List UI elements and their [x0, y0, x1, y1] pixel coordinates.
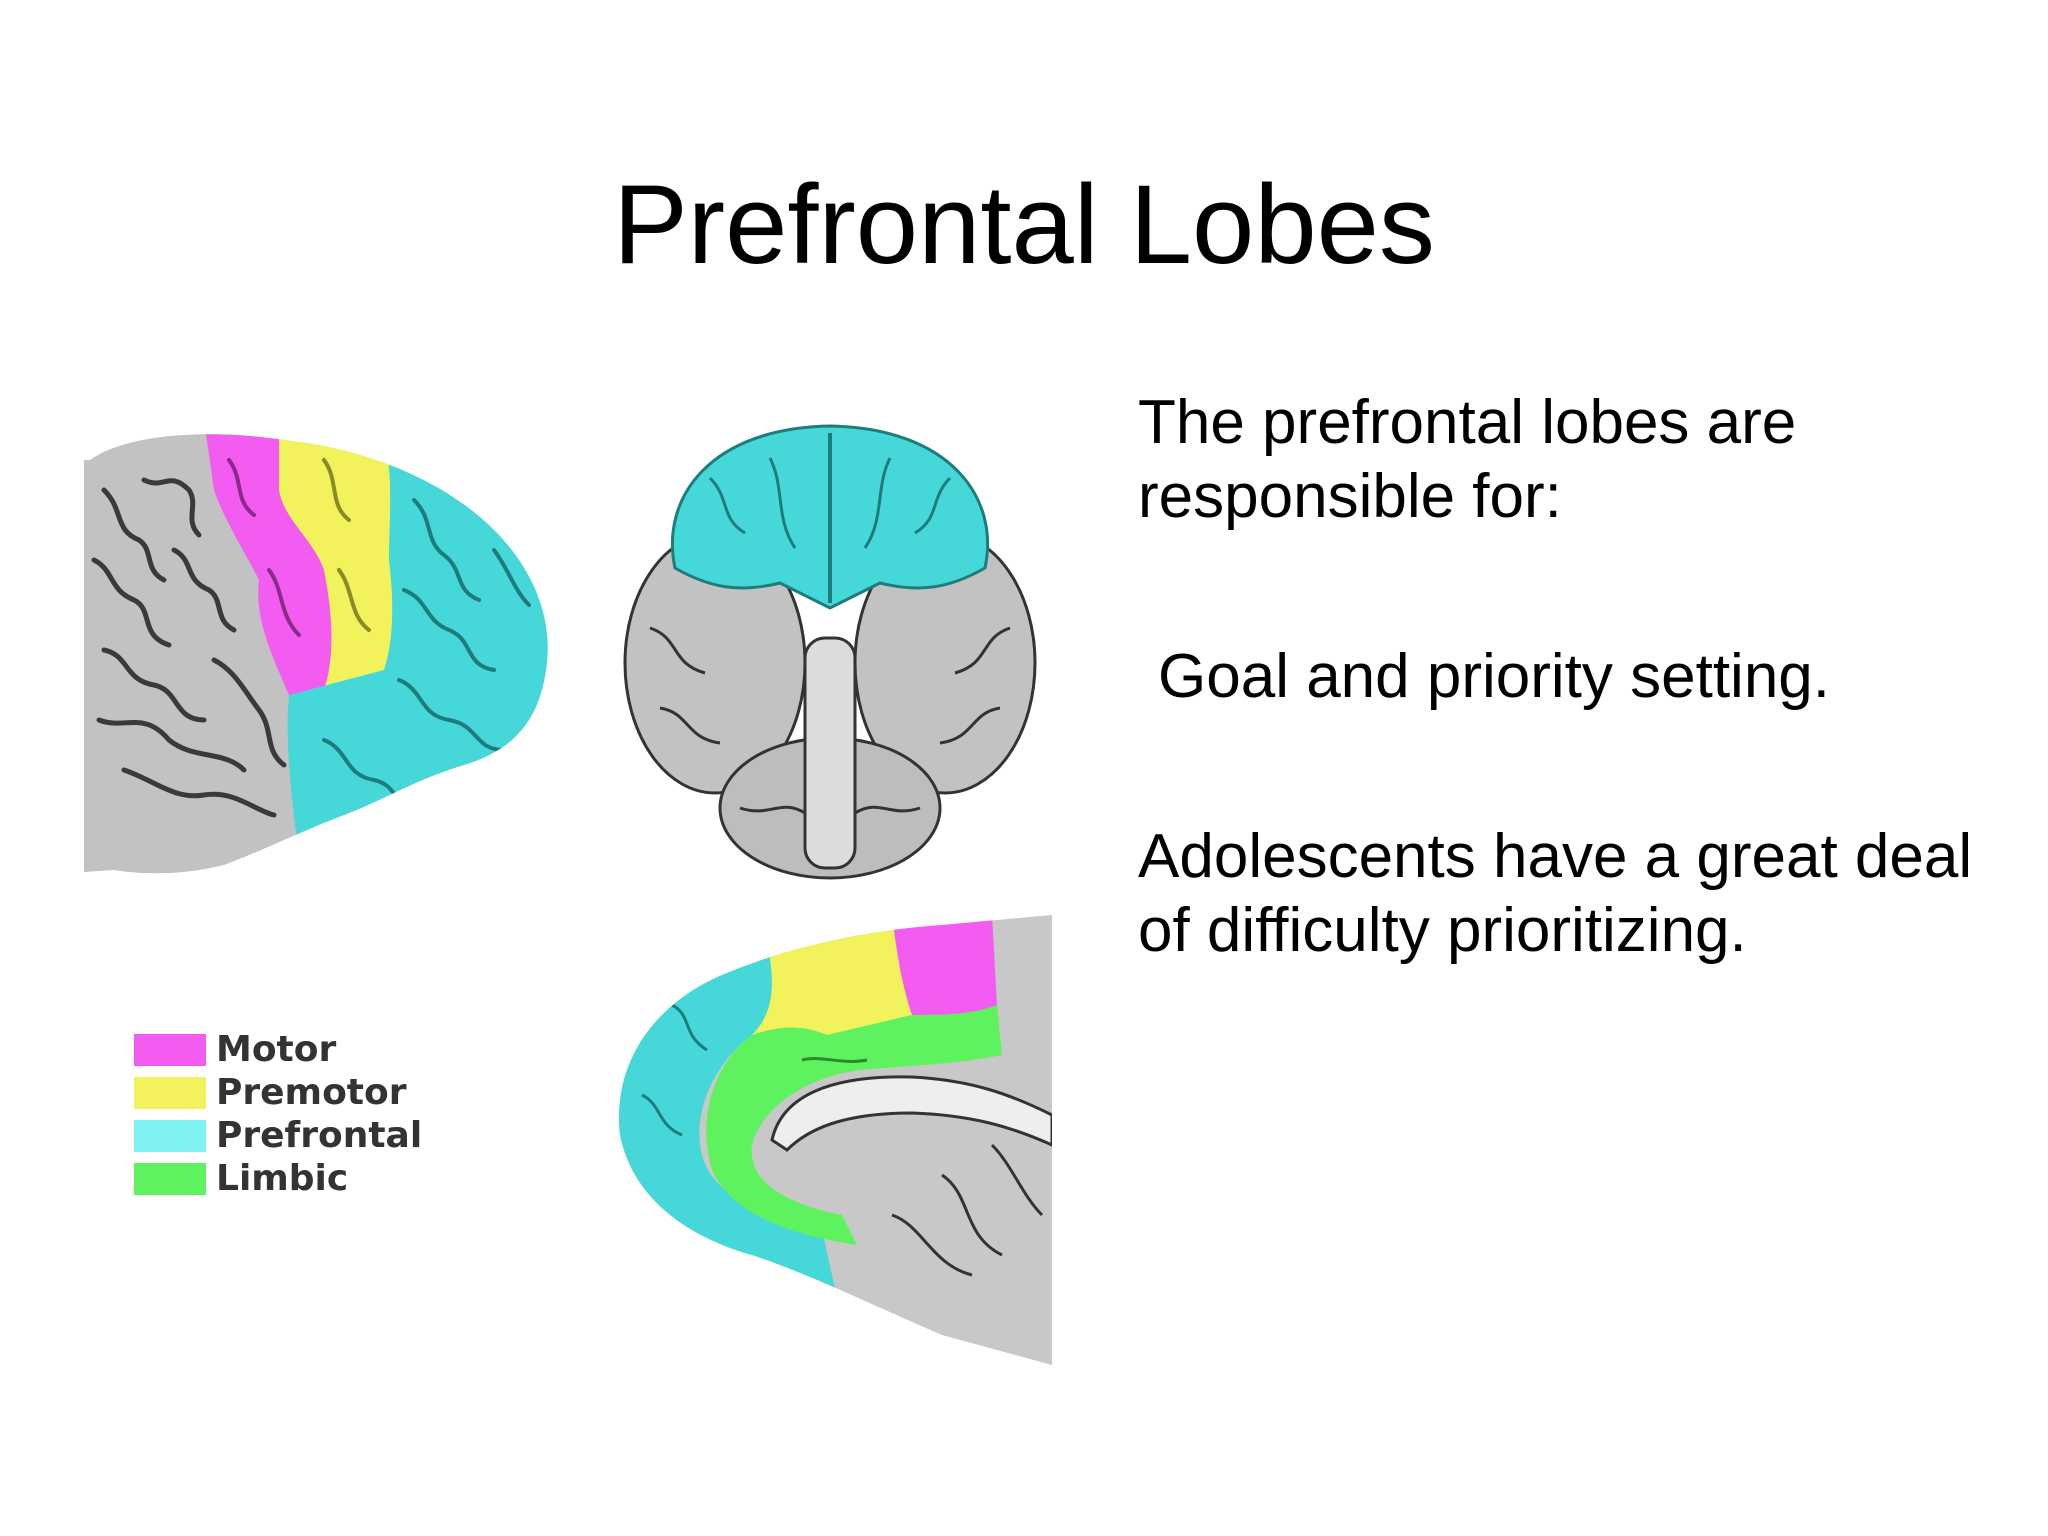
legend-label-premotor: Premotor [216, 1071, 407, 1113]
legend-item-limbic: Limbic [134, 1157, 434, 1200]
legend-swatch-premotor [134, 1076, 206, 1109]
legend-label-prefrontal: Prefrontal [216, 1114, 423, 1156]
brain-region-legend: Motor Premotor Prefrontal Limbic [134, 1028, 434, 1200]
legend-swatch-prefrontal [134, 1119, 206, 1152]
paragraph-goal-setting: Goal and priority setting. [1158, 642, 1831, 711]
legend-item-motor: Motor [134, 1028, 434, 1071]
legend-swatch-limbic [134, 1162, 206, 1195]
slide-title: Prefrontal Lobes [613, 162, 1435, 287]
ventral-brain-view [623, 424, 1037, 880]
legend-label-limbic: Limbic [216, 1157, 349, 1199]
legend-swatch-motor [134, 1033, 206, 1066]
legend-item-prefrontal: Prefrontal [134, 1114, 434, 1157]
lateral-brain-view [84, 434, 548, 874]
legend-label-motor: Motor [216, 1028, 337, 1070]
medial-brain-view [618, 915, 1052, 1365]
paragraph-adolescents: Adolescents have a great deal of difficu… [1138, 822, 1973, 965]
paragraph-responsibility: The prefrontal lobes are responsible for… [1138, 388, 1797, 531]
legend-item-premotor: Premotor [134, 1071, 434, 1114]
